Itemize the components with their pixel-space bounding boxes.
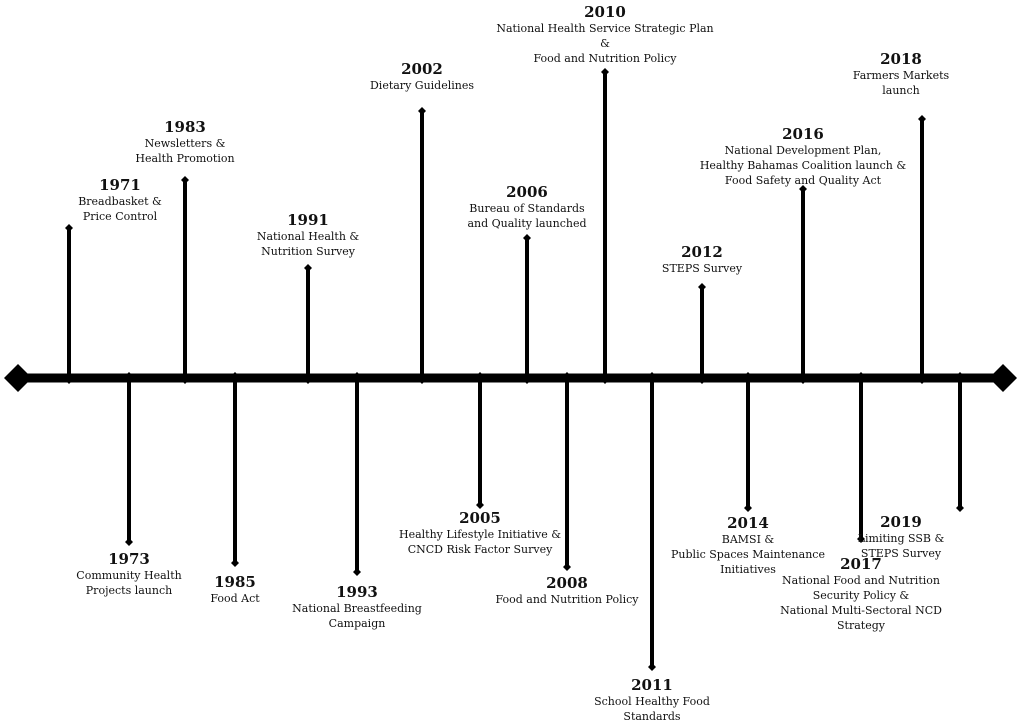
event-description: Dietary Guidelines [369,79,474,92]
stem-end-marker-2008 [563,563,571,571]
axis-marker-1971 [63,372,75,384]
event-year: 1973 [108,550,150,568]
stem-end-marker-1993 [353,568,361,576]
stem-end-marker-1983 [181,176,189,184]
stem-end-marker-2016 [799,185,807,193]
axis-marker-2019 [954,372,966,384]
stem-end-marker-1973 [125,538,133,546]
axis-marker-2005 [474,372,486,384]
axis-marker-2018 [916,372,928,384]
event-description: Newsletters & Health Promotion [135,137,235,165]
event-description: National Development Plan, Healthy Baham… [699,144,907,187]
event-description: Food Act [210,592,260,605]
right-end-diamond [989,364,1017,392]
event-description: National Health & Nutrition Survey [256,230,360,258]
event-description: Breadbasket & Price Control [78,195,162,223]
event-year: 1983 [164,118,206,136]
event-year: 2012 [681,243,723,261]
event-description: Limiting SSB & STEPS Survey [857,532,945,560]
event-year: 2014 [727,514,769,532]
axis-marker-1985 [229,372,241,384]
stem-end-marker-2018 [918,115,926,123]
stem-end-marker-2014 [744,504,752,512]
event-year: 2005 [459,509,501,527]
event-year: 2017 [840,555,882,573]
event-year: 1991 [287,211,329,229]
event-description: Community Health Projects launch [76,569,182,597]
axis-marker-2002 [416,372,428,384]
event-year: 1971 [99,176,141,194]
event-description: National Health Service Strategic Plan &… [496,22,714,65]
event-year: 2002 [401,60,443,78]
event-year: 2018 [880,50,922,68]
stem-end-marker-2005 [476,501,484,509]
axis-marker-1993 [351,372,363,384]
stem-end-marker-2011 [648,663,656,671]
axis-marker-2010 [599,372,611,384]
event-description: Bureau of Standards and Quality launched [467,202,587,230]
stem-end-marker-1971 [65,224,73,232]
axis-marker-2012 [696,372,708,384]
axis-marker-2011 [646,372,658,384]
event-description: STEPS Survey [661,262,743,275]
event-year: 2019 [880,513,922,531]
event-year: 2008 [546,574,588,592]
event-description: National Food and Nutrition Security Pol… [780,574,942,632]
event-year: 2016 [782,125,824,143]
axis-marker-1991 [302,372,314,384]
axis-marker-2017 [855,372,867,384]
stem-end-marker-2019 [956,504,964,512]
event-description: Food and Nutrition Policy [495,593,639,606]
event-description: School Healthy Food Standards [594,695,710,723]
stem-end-marker-2006 [523,234,531,242]
event-year: 2010 [584,3,626,21]
event-year: 1993 [336,583,378,601]
left-end-diamond [4,364,32,392]
stem-end-marker-1991 [304,264,312,272]
event-year: 1985 [214,573,256,591]
stem-end-marker-2012 [698,283,706,291]
event-year: 2011 [631,676,673,694]
event-description: National Breastfeeding Campaign [292,602,422,630]
event-description: Healthy Lifestyle Initiative & CNCD Risk… [399,528,561,556]
axis-marker-2014 [742,372,754,384]
event-description: BAMSI & Public Spaces Maintenance Initia… [671,533,825,576]
axis-marker-2016 [797,372,809,384]
stem-end-marker-2010 [601,68,609,76]
stem-end-marker-2002 [418,107,426,115]
axis-marker-1983 [179,372,191,384]
event-description: Farmers Markets launch [852,69,950,97]
axis-marker-2008 [561,372,573,384]
stem-end-marker-1985 [231,559,239,567]
axis-marker-1973 [123,372,135,384]
axis-marker-2006 [521,372,533,384]
event-year: 2006 [506,183,548,201]
stem-end-marker-2017 [857,535,865,543]
